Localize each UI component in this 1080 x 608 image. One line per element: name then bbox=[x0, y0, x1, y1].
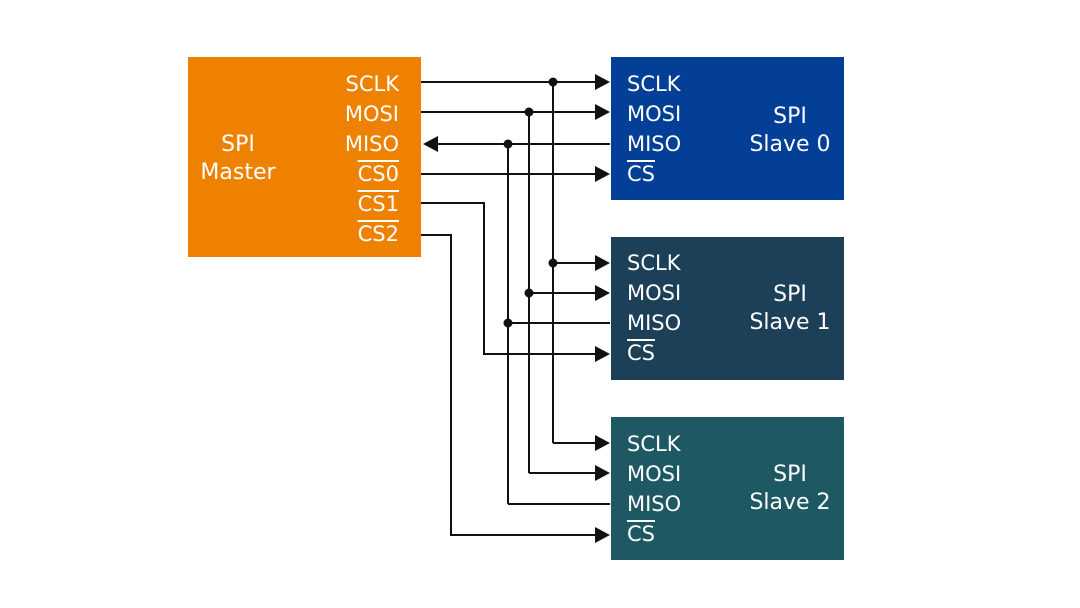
junction-dot bbox=[524, 288, 534, 298]
slave-1-title-line2: Slave 1 bbox=[749, 310, 831, 335]
slave-2-signal-cs: CS bbox=[627, 522, 655, 546]
master-signal-mosi: MOSI bbox=[344, 102, 399, 126]
cs1-wire bbox=[421, 202, 596, 355]
arrow-icon bbox=[423, 136, 438, 152]
junction-dot bbox=[548, 77, 558, 87]
slave-2-signal-mosi: MOSI bbox=[627, 462, 682, 486]
arrow-icon bbox=[595, 166, 610, 182]
slave-1-title: SPI Slave 1 bbox=[735, 281, 845, 337]
junction-dot bbox=[524, 107, 534, 117]
slave-1-signal-miso: MISO bbox=[627, 311, 682, 335]
arrow-icon bbox=[595, 104, 610, 120]
slave-2-signal-miso: MISO bbox=[627, 492, 682, 516]
slave-0-signal-mosi: MOSI bbox=[627, 102, 682, 126]
master-signal-sclk: SCLK bbox=[345, 72, 399, 96]
slave-0-title-line1: SPI bbox=[773, 104, 807, 129]
master-signal-cs1: CS1 bbox=[357, 192, 399, 216]
slave-0-title: SPI Slave 0 bbox=[735, 103, 845, 159]
junction-dot bbox=[503, 139, 513, 149]
arrow-icon bbox=[595, 465, 610, 481]
arrow-icon bbox=[595, 285, 610, 301]
spi-slave-2-block: SCLK MOSI MISO CS SPI Slave 2 bbox=[611, 417, 844, 560]
junction-dot bbox=[548, 258, 558, 268]
slave-2-title: SPI Slave 2 bbox=[735, 461, 845, 517]
slave-1-signal-cs: CS bbox=[627, 341, 655, 365]
spi-master-block: SPI Master SCLK MOSI MISO CS0 CS1 CS2 bbox=[188, 57, 421, 257]
slave-0-signal-sclk: SCLK bbox=[627, 72, 681, 96]
master-signal-cs0: CS0 bbox=[357, 162, 399, 186]
slave-1-signal-mosi: MOSI bbox=[627, 281, 682, 305]
junction-dot bbox=[503, 318, 513, 328]
slave-2-title-line2: Slave 2 bbox=[749, 490, 831, 515]
arrow-icon bbox=[595, 74, 610, 90]
slave-2-title-line1: SPI bbox=[773, 462, 807, 487]
master-title: SPI Master bbox=[190, 131, 286, 187]
slave-2-signal-sclk: SCLK bbox=[627, 432, 681, 456]
slave-0-title-line2: Slave 0 bbox=[749, 132, 831, 157]
spi-slave-0-block: SCLK MOSI MISO CS SPI Slave 0 bbox=[611, 57, 844, 200]
slave-1-title-line1: SPI bbox=[773, 282, 807, 307]
arrow-icon bbox=[595, 255, 610, 271]
arrow-icon bbox=[595, 435, 610, 451]
master-title-line2: Master bbox=[200, 160, 276, 185]
master-signal-cs2: CS2 bbox=[357, 222, 399, 246]
slave-0-signal-cs: CS bbox=[627, 162, 655, 186]
spi-slave-1-block: SCLK MOSI MISO CS SPI Slave 1 bbox=[611, 237, 844, 380]
master-title-line1: SPI bbox=[221, 132, 255, 157]
slave-1-signal-sclk: SCLK bbox=[627, 251, 681, 275]
arrow-icon bbox=[595, 346, 610, 362]
slave-0-signal-miso: MISO bbox=[627, 132, 682, 156]
cs2-wire bbox=[421, 234, 596, 536]
master-signal-miso: MISO bbox=[344, 132, 399, 156]
arrow-icon bbox=[595, 527, 610, 543]
